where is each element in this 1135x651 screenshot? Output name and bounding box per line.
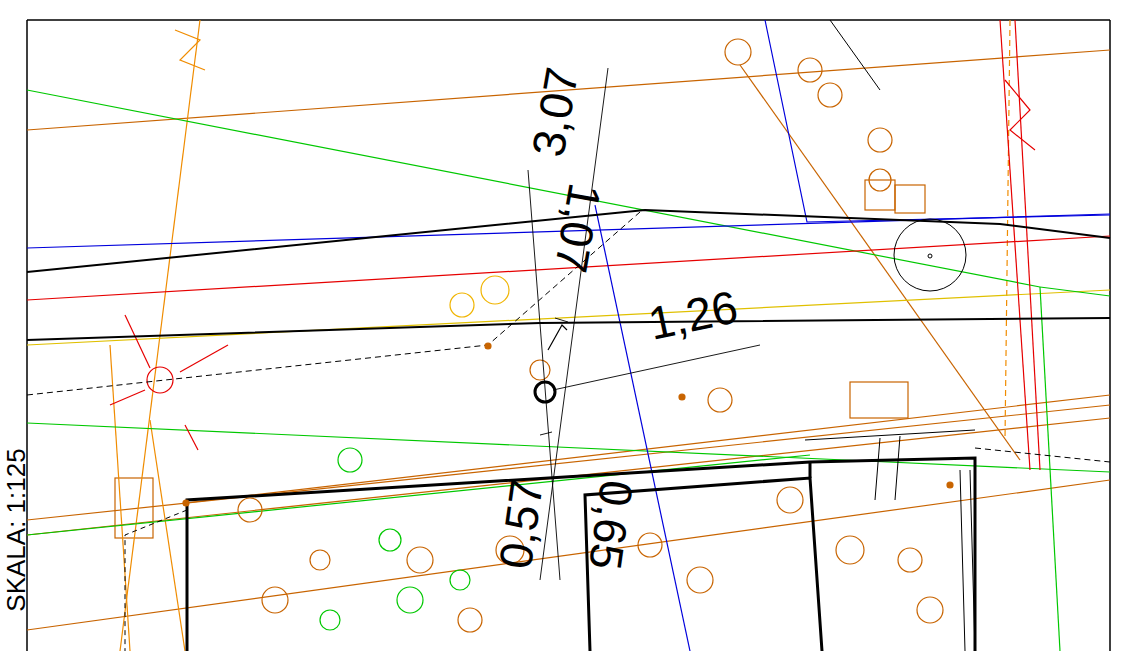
survey-point: [535, 325, 567, 402]
fences: [27, 20, 1110, 651]
red-lines: [27, 20, 1110, 470]
yellow-bushes: [450, 276, 509, 317]
dimension-value: 1,26: [642, 283, 743, 347]
yellow-line: [27, 290, 1110, 345]
buildings: [187, 458, 975, 651]
map-frame: [27, 20, 1110, 651]
blue-lines: [27, 20, 1110, 651]
tree-symbols: [183, 58, 953, 632]
dimension-value: 3,07: [524, 62, 586, 162]
green-lines: [27, 90, 1110, 651]
dimension-value: 0,57: [492, 474, 551, 573]
orange-lines: [110, 20, 1010, 651]
green-bushes: [320, 448, 470, 630]
scale-note: SKALA: 1:125: [3, 446, 29, 613]
utility-lines: [27, 39, 1110, 630]
dimension-value: 0,65: [582, 475, 641, 574]
